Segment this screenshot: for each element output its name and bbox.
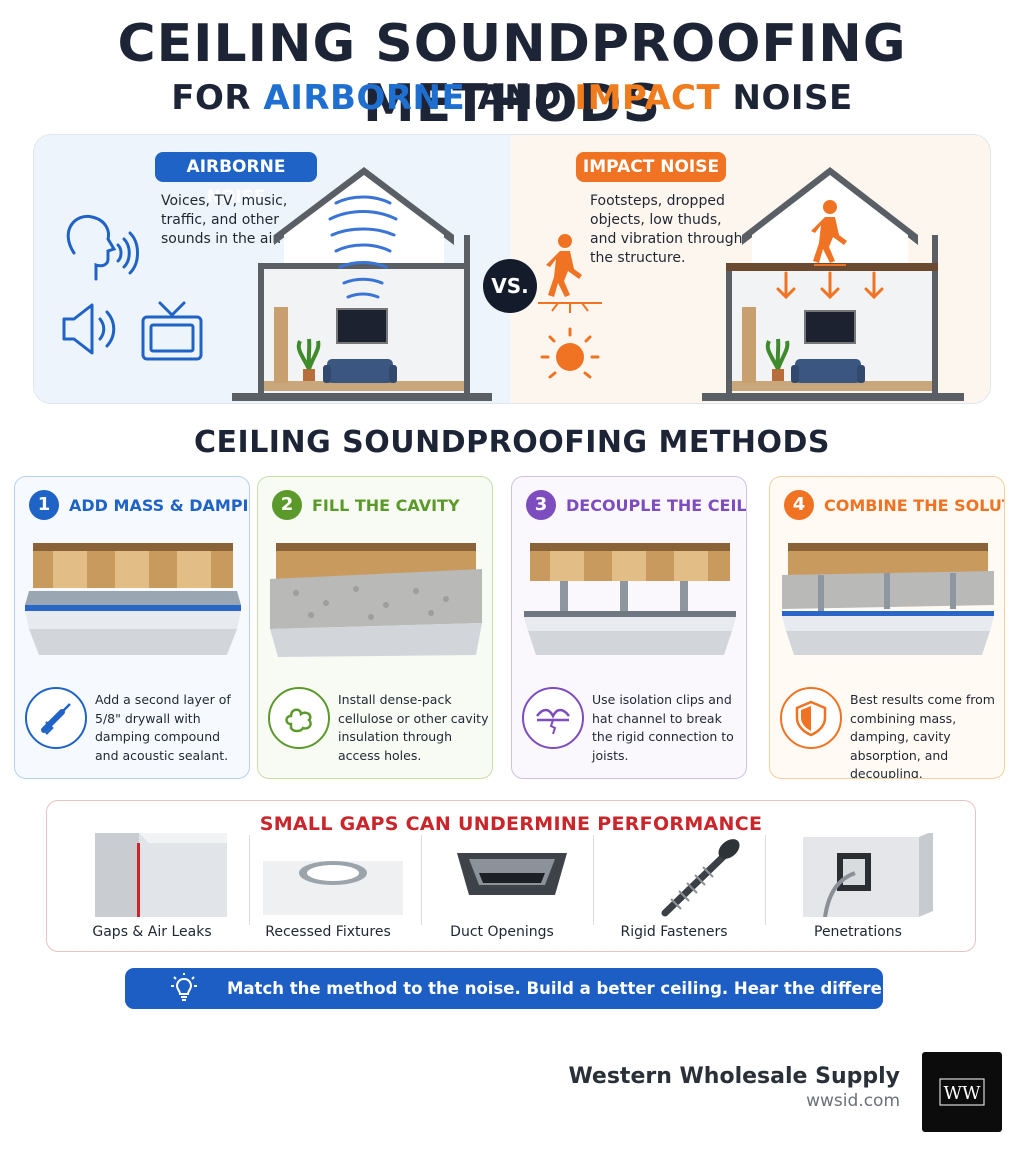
gap-label: Duct Openings [450, 924, 554, 940]
method-title: COMBINE THE SOLUTIONS [824, 495, 1004, 515]
method-number-badge: 1 [29, 490, 59, 520]
walking-person-icon [811, 200, 847, 263]
lightbulb-icon [171, 973, 197, 1001]
divider [421, 835, 422, 925]
small-gaps-panel: SMALL GAPS CAN UNDERMINE PERFORMANCE Gap… [46, 800, 976, 952]
screw-icon [661, 839, 740, 917]
method-description: Install dense-pack cellulose or other ca… [338, 692, 489, 763]
combined-assembly-illustration [782, 543, 994, 655]
gaps-title: SMALL GAPS CAN UNDERMINE PERFORMANCE [259, 813, 763, 835]
downward-arrow-icon [776, 271, 884, 300]
duct-vent-icon [457, 853, 567, 895]
drywall-layers-illustration [25, 543, 241, 655]
method-number-badge: 4 [784, 490, 814, 520]
isolation-clip-icon [522, 687, 584, 749]
speaking-head-icon [66, 214, 139, 281]
house-airborne-illustration [232, 167, 492, 401]
divider [593, 835, 594, 925]
method-title: ADD MASS & DAMPING [69, 495, 249, 515]
brand-url[interactable]: wwsid.com [806, 1091, 900, 1111]
tagline-text: Match the method to the noise. Build a b… [227, 979, 921, 998]
tagline-banner: Match the method to the noise. Build a b… [125, 968, 921, 1009]
method-description: Use isolation clips and hat channel to b… [592, 692, 734, 763]
gap-item-duct-openings: Duct Openings [417, 833, 587, 945]
method-card-fill-cavity: 2 FILL THE CAVITY Install dense-pack cel… [257, 476, 493, 779]
svg-text:WW: WW [943, 1083, 981, 1104]
method-number-badge: 2 [272, 490, 302, 520]
divider [249, 835, 250, 925]
method-card-add-mass: 1 ADD MASS & DAMPING Add a second layer … [14, 476, 250, 779]
brand-name: Western Wholesale Supply [568, 1064, 900, 1089]
airborne-noise-description: Voices, TV, music, traffic, and other so… [161, 193, 288, 247]
vs-badge: VS. [483, 259, 537, 313]
impact-burst-icon [540, 327, 600, 379]
method-title: FILL THE CAVITY [312, 495, 460, 515]
gap-label: Rigid Fasteners [620, 924, 728, 940]
tv-icon [141, 301, 203, 361]
impact-noise-description: Footsteps, dropped objects, low thuds, a… [590, 193, 743, 266]
impact-noise-badge: IMPACT NOISE [576, 152, 726, 182]
noise-comparison-panel: AIRBORNE NOISE Voices, TV, music, traffi… [33, 134, 991, 404]
walking-person-icon [546, 234, 582, 297]
subtitle-airborne: AIRBORNE [263, 78, 466, 118]
subtitle-impact: IMPACT [574, 78, 721, 118]
airborne-noise-illustration [62, 167, 492, 401]
insulation-icon [268, 687, 330, 749]
gap-label: Gaps & Air Leaks [92, 924, 212, 940]
method-number-badge: 3 [526, 490, 556, 520]
cavity-insulation-illustration [270, 543, 482, 657]
divider [765, 835, 766, 925]
method-card-combine: 4 COMBINE THE SOLUTIONS Best results com… [769, 476, 1005, 779]
methods-section-title: CEILING SOUNDPROOFING METHODS [194, 425, 830, 460]
method-description: Add a second layer of 5/8" drywall with … [95, 692, 231, 763]
caulk-gun-icon [25, 687, 87, 749]
airborne-noise-section: AIRBORNE NOISE Voices, TV, music, traffi… [34, 135, 510, 403]
air-leak-gap-icon [95, 833, 227, 917]
method-description: Best results come from combining mass, d… [850, 692, 995, 779]
impact-noise-section: IMPACT NOISE Footsteps, dropped objects,… [510, 135, 990, 403]
method-title: DECOUPLE THE CEILING [566, 495, 747, 515]
speaker-icon [62, 303, 116, 355]
house-impact-illustration [702, 167, 964, 401]
airborne-noise-badge: AIRBORNE NOISE [155, 152, 317, 207]
recessed-light-icon [263, 861, 403, 915]
gap-item-rigid-fasteners: Rigid Fasteners [589, 833, 759, 945]
subtitle-noise: NOISE [732, 78, 853, 118]
sound-wave-icon [328, 195, 398, 299]
subtitle-and: AND [477, 78, 563, 118]
page-subtitle: FOR AIRBORNE AND IMPACT NOISE [0, 78, 1024, 118]
isolation-clip-illustration [524, 543, 736, 655]
impact-noise-illustration [538, 167, 964, 401]
gap-item-penetrations: Penetrations [773, 833, 943, 945]
brand-logo: WW [922, 1052, 1002, 1132]
page-title: CEILING SOUNDPROOFING METHODS [117, 14, 907, 134]
gap-label: Penetrations [814, 924, 902, 940]
subtitle-for: FOR [171, 78, 252, 118]
method-card-decouple: 3 DECOUPLE THE CEILING Use isolation cli… [511, 476, 747, 779]
gap-item-air-leaks: Gaps & Air Leaks [67, 833, 237, 945]
gap-item-recessed-fixtures: Recessed Fixtures [243, 833, 413, 945]
gap-label: Recessed Fixtures [265, 924, 391, 940]
wall-outlet-penetration-icon [803, 833, 933, 917]
shield-icon [780, 687, 842, 749]
